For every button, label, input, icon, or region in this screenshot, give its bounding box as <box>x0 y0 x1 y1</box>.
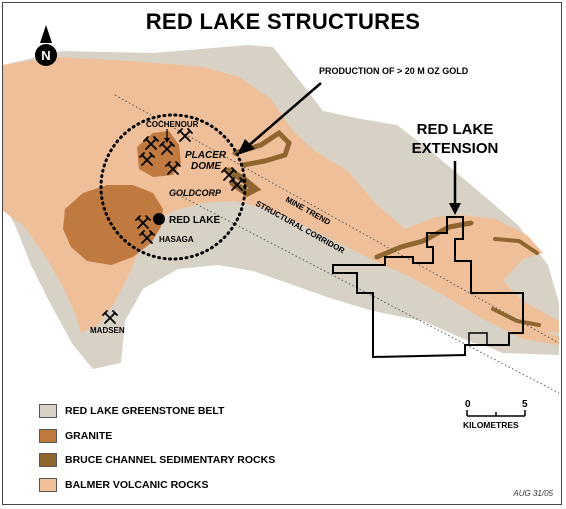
mine-symbol-icon <box>102 310 118 324</box>
mine-symbol-icon <box>221 167 237 181</box>
north-arrow-icon: N <box>35 25 57 66</box>
mine-symbol-icon <box>139 152 155 166</box>
bruce-channel-band-extension <box>374 220 474 260</box>
bruce-channel-band-southeast <box>491 307 541 327</box>
mine-symbol-icon <box>229 177 245 191</box>
legend-label: GRANITE <box>65 429 113 442</box>
scale-end-label: 5 <box>522 399 528 410</box>
place-label-red-lake: RED LAKE <box>169 215 220 226</box>
legend: RED LAKE GREENSTONE BELT GRANITE BRUCE C… <box>39 399 275 497</box>
legend-item-granite: GRANITE <box>39 424 275 449</box>
production-arrow-head <box>237 139 255 155</box>
legend-item-bruce-channel: BRUCE CHANNEL SEDIMENTARY ROCKS <box>39 448 275 473</box>
mine-symbol-icon <box>139 230 155 244</box>
legend-label: BALMER VOLCANIC ROCKS <box>65 478 209 491</box>
granite-large-area <box>63 185 163 265</box>
extension-label-line1: RED LAKE <box>417 121 494 138</box>
map-title: RED LAKE STRUCTURES <box>145 9 421 34</box>
legend-label: BRUCE CHANNEL SEDIMENTARY ROCKS <box>65 454 276 467</box>
cochenour-pointer-head <box>164 138 170 143</box>
production-arrow-line <box>246 82 322 148</box>
red-lake-town-dot <box>153 213 165 225</box>
scale-start-label: 0 <box>465 399 471 410</box>
place-label-madsen: MADSEN <box>90 326 125 335</box>
structural-corridor-line-north <box>114 94 560 344</box>
production-annotation: PRODUCTION OF > 20 M OZ GOLD <box>319 66 469 76</box>
place-label-cochenour: COCHENOUR <box>146 120 199 129</box>
mine-symbol-icon <box>135 215 151 229</box>
legend-swatch-balmer <box>39 477 57 492</box>
date-stamp: AUG 31/05 <box>513 489 553 498</box>
red-lake-extension-outline <box>332 216 524 359</box>
extension-label-line2: EXTENSION <box>412 140 499 157</box>
legend-item-balmer: BALMER VOLCANIC ROCKS <box>39 473 275 498</box>
map-frame: RED LAKE STRUCTURES <box>2 2 562 505</box>
scale-bar-graphic: 0 5 KILOMETRES <box>463 399 528 430</box>
place-label-placer: PLACER <box>185 150 227 161</box>
mine-symbol-icon <box>177 128 193 142</box>
geology-map: N PRODUCTION OF > 20 M OZ GOLD RED LAKE … <box>3 25 560 394</box>
legend-label: RED LAKE GREENSTONE BELT <box>65 405 225 418</box>
scale-bar: 0 5 KILOMETRES <box>463 398 533 434</box>
balmer-volcanic-area-corridor <box>251 153 559 345</box>
legend-swatch-bruce-channel <box>39 453 57 468</box>
north-arrow-label: N <box>41 48 50 63</box>
mine-symbol-icon <box>165 161 181 175</box>
place-label-goldcorp: GOLDCORP <box>169 188 222 198</box>
bruce-channel-band-east <box>493 237 539 255</box>
place-label-dome: DOME <box>191 161 221 172</box>
place-label-hasaga: HASAGA <box>159 235 194 244</box>
legend-swatch-greenstone <box>39 404 57 419</box>
bruce-channel-band-placer <box>232 129 292 168</box>
scale-unit-label: KILOMETRES <box>463 420 519 430</box>
red-lake-extension-inset <box>468 332 488 346</box>
production-area-circle <box>99 113 247 261</box>
extension-arrow-head <box>449 203 461 215</box>
mine-symbol-icon <box>159 141 175 155</box>
legend-swatch-granite <box>39 428 57 443</box>
mine-symbol-icon <box>143 136 159 150</box>
legend-item-greenstone: RED LAKE GREENSTONE BELT <box>39 399 275 424</box>
